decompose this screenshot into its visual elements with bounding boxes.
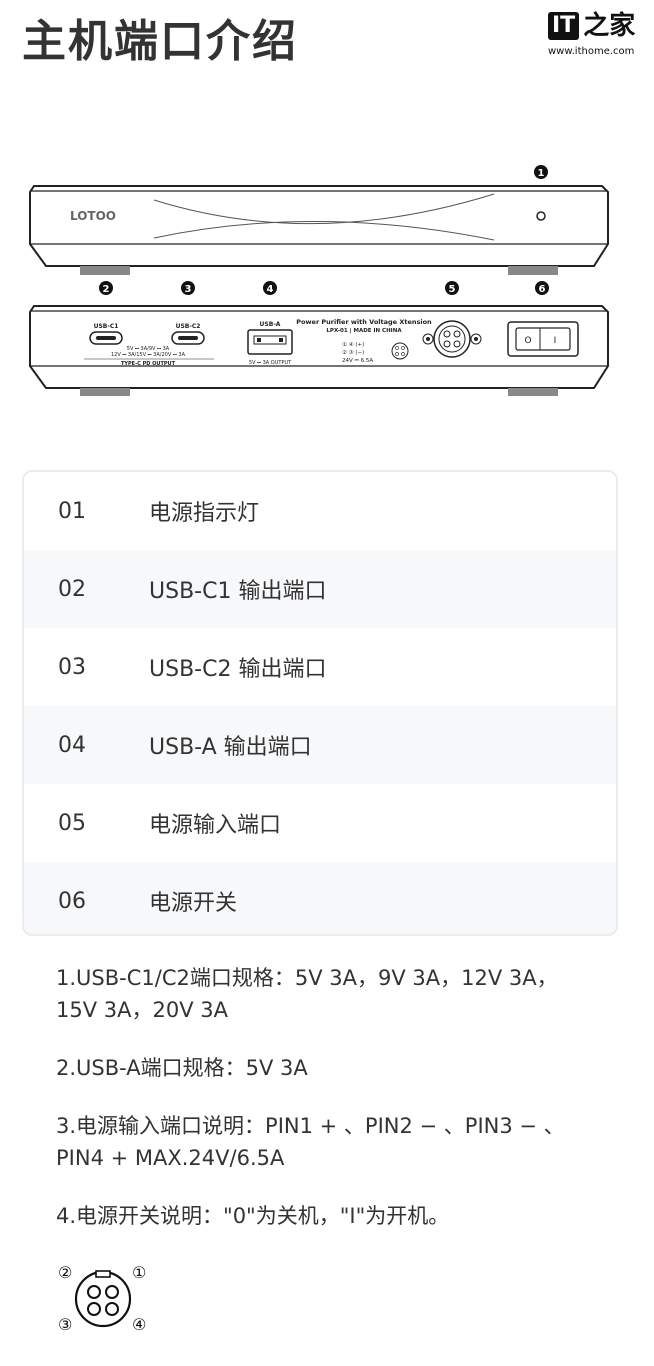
table-row: 02 USB-C1 输出端口	[24, 550, 616, 628]
type-c-output-label: TYPE-C PD OUTPUT	[121, 361, 176, 367]
table-row: 06 电源开关	[24, 862, 616, 934]
pin-label-3: ③	[58, 1315, 72, 1334]
table-row: 05 电源输入端口	[24, 784, 616, 862]
row-number: 03	[58, 654, 86, 680]
svg-text:5: 5	[449, 284, 456, 295]
device-brand-logo: LOTOO	[70, 209, 116, 223]
usb-a-output-label: 5V ⎓ 3A OUTPUT	[249, 360, 292, 366]
spec-notes: 1.USB-C1/C2端口规格：5V 3A，9V 3A，12V 3A，15V 3…	[56, 962, 596, 1258]
device-front-view: LOTOO	[29, 185, 609, 275]
note-usb-c-spec: 1.USB-C1/C2端口规格：5V 3A，9V 3A，12V 3A，15V 3…	[56, 966, 558, 1022]
svg-text:4: 4	[267, 284, 274, 295]
pin-label-2: ②	[58, 1263, 72, 1282]
pin-label-1: ①	[132, 1263, 146, 1282]
row-description: USB-C1 输出端口	[149, 579, 327, 604]
note-power-switch: 4.电源开关说明："0"为关机，"I"为开机。	[56, 1204, 450, 1228]
note-power-input-spec: 3.电源输入端口说明：PIN1 + 、PIN2 − 、PIN3 − 、PIN4 …	[56, 1114, 565, 1170]
svg-text:3: 3	[185, 284, 192, 295]
table-row: 04 USB-A 输出端口	[24, 706, 616, 784]
logo-url: www.ithome.com	[548, 46, 635, 57]
power-indicator-light	[536, 211, 546, 221]
pin-hole	[87, 1285, 101, 1299]
device-back-view: USB-C1 USB-C2 5V ⎓ 3A/9V ⎓ 3A 12V ⎓ 3A/1…	[29, 305, 609, 396]
usb-a-label: USB-A	[260, 321, 281, 328]
power-switch: O I	[507, 321, 579, 357]
mini-pin-diagram	[391, 342, 409, 360]
switch-off-mark: O	[524, 336, 531, 346]
note-usb-a-spec: 2.USB-A端口规格：5V 3A	[56, 1056, 308, 1080]
pin-diagram: ② ① ③ ④	[58, 1263, 146, 1334]
row-number: 04	[58, 732, 86, 758]
table-row: 03 USB-C2 输出端口	[24, 628, 616, 706]
table-row: 01 电源指示灯	[24, 472, 616, 550]
ports-table: 01 电源指示灯 02 USB-C1 输出端口 03 USB-C2 输出端口 0…	[22, 470, 618, 936]
pin-hole	[87, 1302, 101, 1316]
pin-line1: ① ④ (+)	[342, 342, 364, 348]
pin-line3: 24V ⎓ 6.5A	[342, 358, 373, 364]
page-title: 主机端口介绍	[22, 16, 298, 67]
row-number: 02	[58, 576, 86, 602]
callout-6: 6	[535, 281, 549, 295]
row-description: 电源输入端口	[149, 813, 282, 838]
device-illustration: LOTOO 1 2 3 4 5 6 USB-C1 USB-C2	[29, 165, 609, 396]
row-number: 01	[58, 498, 86, 524]
svg-text:1: 1	[538, 168, 545, 179]
row-number: 06	[58, 888, 86, 914]
power-input-port	[422, 320, 482, 358]
usb-c1-label: USB-C1	[94, 323, 119, 330]
callout-2: 2	[99, 281, 113, 295]
usb-c-spec-line1: 5V ⎓ 3A/9V ⎓ 3A	[127, 346, 170, 352]
callout-3: 3	[181, 281, 195, 295]
row-number: 05	[58, 810, 86, 836]
usb-c-spec-line2: 12V ⎓ 3A/15V ⎓ 3A/20V ⎓ 3A	[111, 352, 186, 358]
callout-1: 1	[534, 165, 548, 179]
product-name: Power Purifier with Voltage Xtension	[296, 318, 432, 326]
svg-text:6: 6	[539, 284, 546, 295]
row-description: USB-A 输出端口	[149, 735, 312, 760]
logo-mark: IT	[548, 12, 580, 40]
row-description: 电源指示灯	[149, 501, 260, 526]
callout-4: 4	[263, 281, 277, 295]
pin-hole	[105, 1285, 119, 1299]
pin-hole	[105, 1302, 119, 1316]
switch-on-mark: I	[554, 336, 557, 346]
usb-c2-label: USB-C2	[176, 323, 201, 330]
pin-line2: ② ③ (−)	[342, 349, 364, 356]
row-description: USB-C2 输出端口	[149, 657, 327, 682]
logo-chinese: 之家	[583, 11, 636, 41]
callout-5: 5	[445, 281, 459, 295]
model-line: LPX-01 | MADE IN CHINA	[326, 328, 402, 334]
connector-outline	[74, 1270, 132, 1328]
svg-text:2: 2	[103, 284, 110, 295]
row-description: 电源开关	[149, 891, 238, 916]
pin-label-4: ④	[132, 1315, 146, 1334]
ithome-logo: IT 之家 www.ithome.com	[548, 12, 644, 64]
